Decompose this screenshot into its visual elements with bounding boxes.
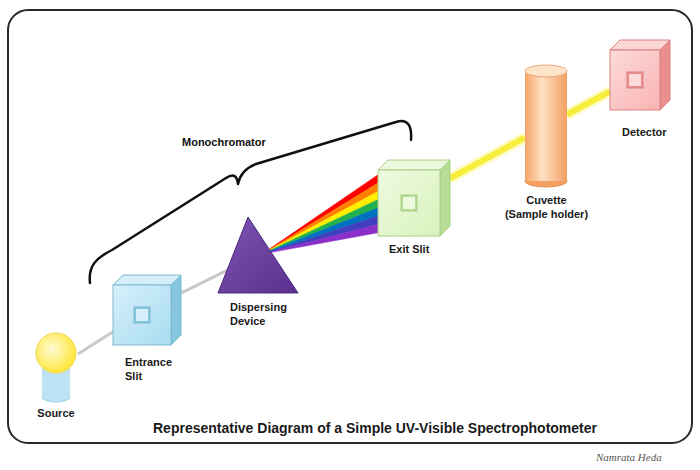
cuvette-top — [525, 65, 567, 77]
part-label: Dispersing Device — [230, 300, 302, 329]
entrance-slit: Entrance Slit — [113, 275, 181, 345]
cube-front — [378, 170, 440, 236]
spectrum-band — [270, 223, 382, 252]
beam-core — [567, 91, 610, 114]
beam-path — [450, 137, 525, 178]
cube-top — [113, 275, 181, 285]
part-label: Entrance Slit — [125, 355, 187, 384]
cube-front — [113, 285, 171, 345]
exit-slit: Exit Slit — [378, 160, 450, 236]
slit-window-inner — [629, 74, 641, 86]
light-beam — [450, 137, 525, 178]
spectrum-band — [270, 215, 382, 252]
light-source-shape — [34, 333, 78, 403]
beam-path — [78, 332, 113, 354]
beam-core — [450, 137, 525, 178]
cuvette-body — [525, 71, 567, 181]
part-label: Source — [28, 406, 84, 420]
slit-window — [134, 307, 150, 323]
group-label: Monochromator — [182, 136, 266, 149]
cube-side — [660, 40, 670, 110]
light-beam — [78, 332, 113, 354]
frame-border — [8, 10, 692, 443]
part-label: Detector — [622, 125, 682, 139]
dispersing-prism: Dispersing Device — [218, 217, 298, 293]
detector-shape — [610, 40, 670, 110]
cube-front — [610, 50, 660, 110]
slit-window-inner — [136, 309, 148, 321]
slit-window — [627, 72, 643, 88]
detector: Detector — [610, 40, 670, 110]
cube-side — [171, 275, 181, 345]
entrance-slit-shape — [113, 275, 181, 345]
prism-triangle — [218, 217, 298, 293]
part-label: Cuvette (Sample holder) — [504, 193, 589, 222]
slit-window-inner — [403, 197, 415, 209]
exit-slit-shape — [378, 160, 450, 236]
cube-side — [440, 160, 450, 236]
part-label: Exit Slit — [389, 242, 459, 256]
beam-path — [567, 91, 610, 114]
cuvette: Cuvette (Sample holder) — [525, 65, 567, 187]
slit-window — [401, 195, 417, 211]
dispersing-prism-shape — [218, 217, 298, 293]
light-beam — [270, 172, 382, 253]
cube-top — [378, 160, 450, 170]
beam-glow — [450, 137, 525, 178]
light-source: Source — [34, 333, 78, 403]
figure-caption: Representative Diagram of a Simple UV-Vi… — [60, 420, 690, 437]
light-beam — [567, 91, 610, 114]
cuvette-shape — [525, 65, 567, 187]
beam-path — [270, 202, 382, 251]
lamp-bulb — [36, 333, 76, 373]
watermark: Namrata Heda — [596, 451, 662, 464]
beam-glow — [567, 91, 610, 114]
